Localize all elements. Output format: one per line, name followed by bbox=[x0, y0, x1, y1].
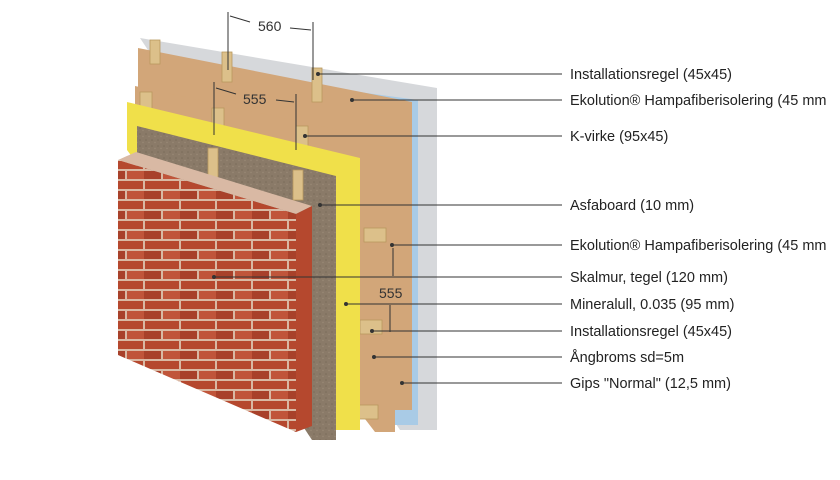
dim-line bbox=[289, 27, 312, 31]
dim-mid-text: 555 bbox=[243, 91, 267, 107]
leader-dot bbox=[212, 275, 216, 279]
label-skalmur: Skalmur, tegel (120 mm) bbox=[570, 270, 728, 286]
installation-battens-top bbox=[149, 39, 323, 103]
leaders bbox=[212, 72, 562, 385]
dimension-side: 555 bbox=[379, 248, 403, 332]
leader-dot bbox=[390, 243, 394, 247]
brick-top bbox=[118, 152, 312, 214]
leader-dot bbox=[303, 134, 307, 138]
k-virke-stud bbox=[363, 227, 387, 243]
label-hampafiber-1: Ekolution® Hampafiberisolering (45 mm bbox=[570, 93, 826, 109]
brick-side bbox=[296, 206, 312, 432]
leader-dot bbox=[350, 98, 354, 102]
label-installationsregel-top: Installationsregel (45x45) bbox=[570, 67, 732, 83]
leader-dot bbox=[318, 203, 322, 207]
leader-dot bbox=[372, 355, 376, 359]
brick-wall bbox=[118, 160, 296, 432]
dim-top-text: 560 bbox=[258, 18, 282, 34]
label-hampafiber-2: Ekolution® Hampafiberisolering (45 mm bbox=[570, 238, 826, 254]
dimension-top: 560 bbox=[227, 12, 314, 80]
label-installationsregel-bottom: Installationsregel (45x45) bbox=[570, 324, 732, 340]
dim-line bbox=[215, 87, 237, 95]
leader-dot bbox=[400, 381, 404, 385]
label-k-virke: K-virke (95x45) bbox=[570, 129, 668, 145]
dim-line bbox=[229, 15, 251, 23]
label-angbroms: Ångbroms sd=5m bbox=[570, 349, 684, 366]
leader-dot bbox=[344, 302, 348, 306]
batten bbox=[221, 51, 233, 83]
layer-brick bbox=[118, 152, 312, 432]
dim-line bbox=[275, 99, 295, 103]
k-virke-stud bbox=[292, 169, 304, 201]
label-gips: Gips "Normal" (12,5 mm) bbox=[570, 376, 731, 392]
batten bbox=[149, 39, 161, 65]
label-asfaboard: Asfaboard (10 mm) bbox=[570, 198, 694, 214]
leader-dot bbox=[370, 329, 374, 333]
labels: Installationsregel (45x45) Ekolution® Ha… bbox=[570, 67, 826, 392]
dim-side-text: 555 bbox=[379, 285, 403, 301]
dimension-mid: 555 bbox=[213, 82, 297, 150]
leader-dot bbox=[316, 72, 320, 76]
batten bbox=[311, 67, 323, 103]
label-mineralull: Mineralull, 0.035 (95 mm) bbox=[570, 297, 734, 313]
